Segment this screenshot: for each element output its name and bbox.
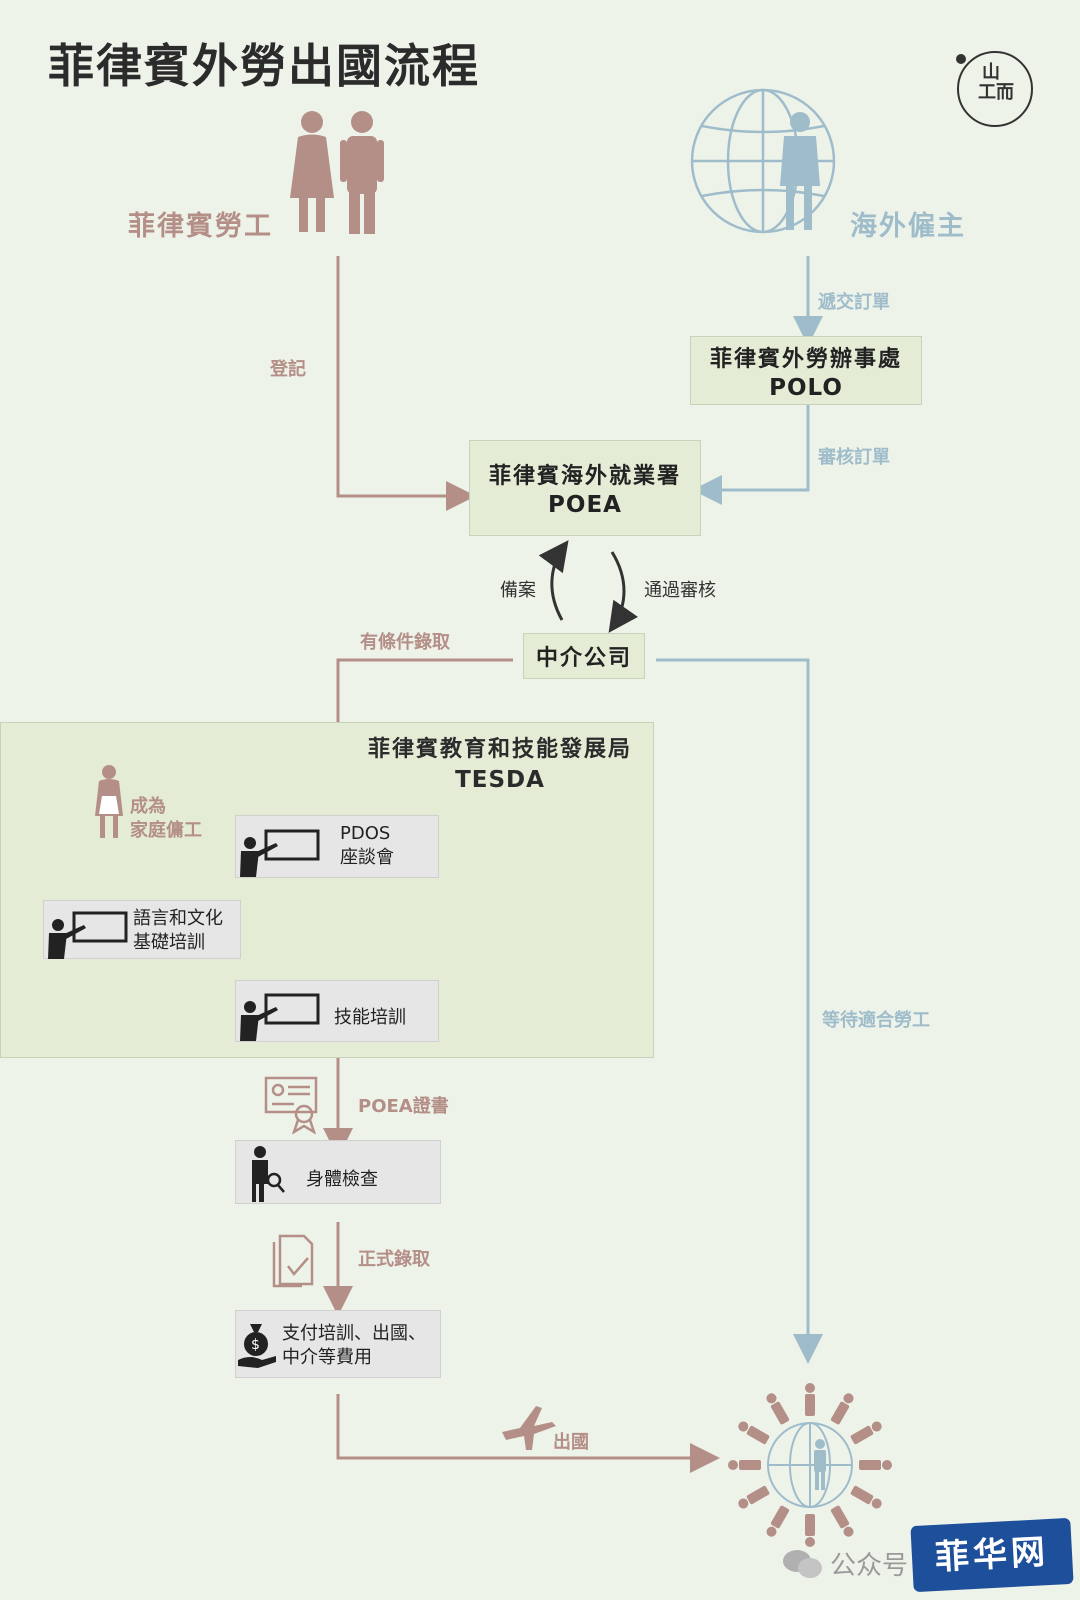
arrow-register — [336, 256, 476, 511]
label-depart: 出國 — [553, 1432, 589, 1453]
poea-acronym: POEA — [548, 492, 622, 518]
step-skills-line1: 技能培訓 — [334, 1007, 406, 1028]
employer-globe-icon — [690, 88, 836, 234]
step-medical-line1: 身體檢查 — [306, 1169, 378, 1190]
arrow-review-order — [692, 405, 810, 505]
page-title: 菲律賓外勞出國流程 — [48, 39, 480, 93]
presenter-board-icon — [240, 993, 320, 1041]
worker-couple-icon — [290, 111, 384, 234]
label-review-order: 審核訂單 — [818, 447, 890, 468]
arrow-depart — [336, 1394, 720, 1473]
logo-line-1: 山 — [982, 62, 1000, 83]
agency-node: 中介公司 — [523, 633, 645, 679]
polo-name: 菲律賓外勞辦事處 — [709, 346, 902, 372]
poea-name: 菲律賓海外就業署 — [488, 464, 681, 489]
arrow-wait-worker — [656, 658, 823, 1364]
presenter-board-icon — [240, 829, 320, 877]
tesda-name: 菲律賓教育和技能發展局 — [367, 737, 632, 762]
label-become: 成為 — [130, 796, 166, 817]
actor-employer-label: 海外僱主 — [850, 211, 966, 242]
step-payment-line1: 支付培訓、出國、 — [282, 1323, 426, 1344]
polo-acronym: POLO — [769, 374, 843, 401]
tesda-acronym: TESDA — [455, 767, 545, 793]
label-wait-worker: 等待適合勞工 — [822, 1010, 930, 1031]
tesda-title: 菲律賓教育和技能發展局 TESDA — [340, 735, 660, 795]
label-submit-order: 遞交訂單 — [818, 292, 890, 313]
money-bag-icon: $ — [238, 1324, 276, 1368]
step-pdos-line2: 座談會 — [340, 847, 394, 868]
step-payment-line2: 中介等費用 — [282, 1347, 372, 1368]
logo-line-2: 工而 — [978, 82, 1014, 103]
step-language-line2: 基礎培訓 — [133, 932, 205, 953]
logo: 山 工而 — [950, 46, 1036, 132]
agency-name: 中介公司 — [535, 646, 632, 671]
actor-worker-label: 菲律賓勞工 — [128, 211, 273, 242]
step-payment — [235, 1310, 441, 1378]
label-pass-review: 通過審核 — [644, 580, 716, 601]
label-poea-cert: POEA證書 — [358, 1096, 449, 1117]
label-conditional-hire: 有條件錄取 — [360, 632, 450, 653]
step-pdos-line1: PDOS — [340, 823, 391, 844]
destination-globe-icon — [728, 1383, 892, 1547]
arrow-pass-review — [608, 551, 639, 633]
polo-node: 菲律賓外勞辦事處 POLO — [690, 336, 922, 405]
step-language-line1: 語言和文化 — [133, 908, 223, 929]
airplane-icon — [502, 1406, 556, 1450]
certificate-icon — [264, 1076, 318, 1134]
label-formal-hire: 正式錄取 — [358, 1249, 430, 1270]
site-stamp: 菲华网 — [910, 1517, 1074, 1593]
medical-check-icon — [252, 1146, 285, 1202]
watermark-text: 公众号 — [830, 1551, 909, 1581]
svg-text:$: $ — [251, 1337, 260, 1353]
poea-node: 菲律賓海外就業署 POEA — [469, 440, 701, 536]
arrow-file — [538, 540, 569, 621]
wechat-icon — [783, 1550, 822, 1578]
document-check-icon — [272, 1234, 314, 1288]
label-file: 備案 — [500, 580, 536, 601]
domestic-worker-icon — [95, 765, 123, 838]
label-domestic-worker: 家庭傭工 — [130, 820, 202, 841]
label-register: 登記 — [270, 359, 306, 380]
presenter-board-icon — [48, 911, 128, 959]
step-medical — [235, 1140, 441, 1204]
